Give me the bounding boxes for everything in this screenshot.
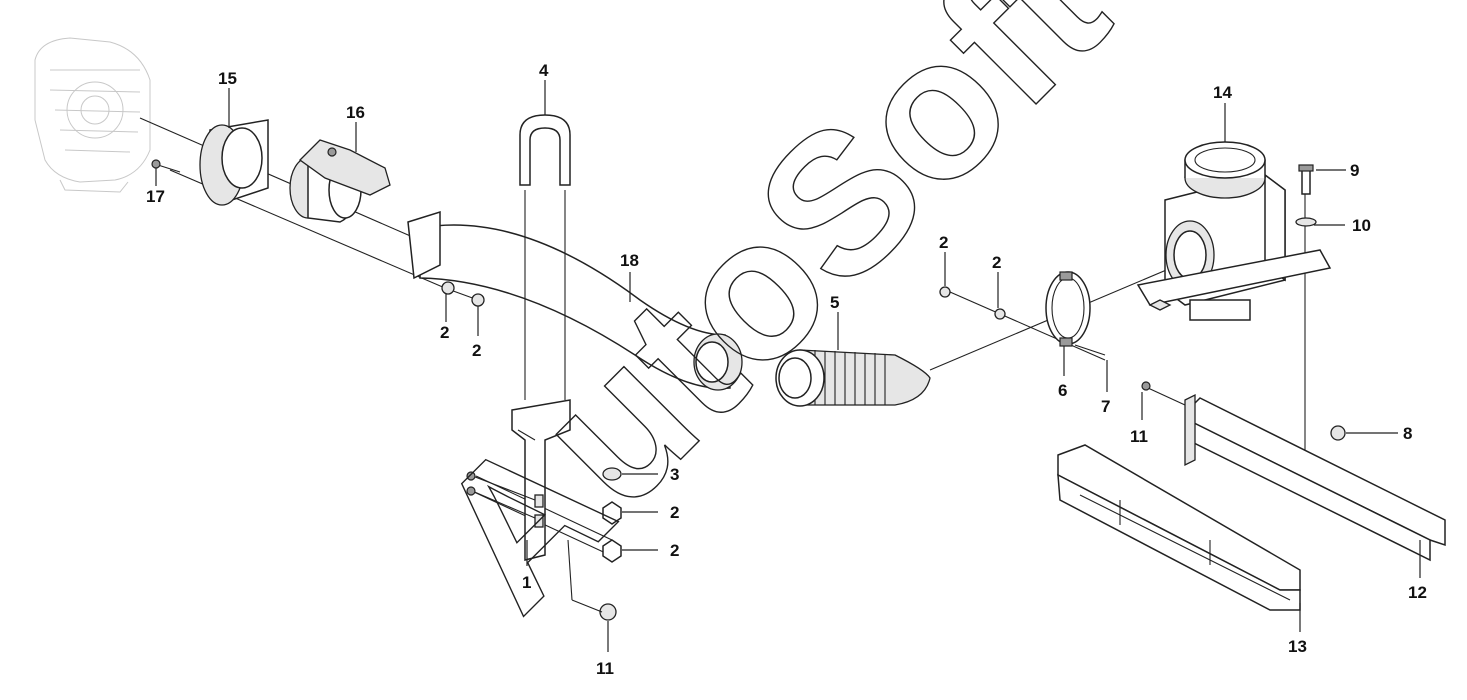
flex-bellows-5 <box>775 349 931 407</box>
bolt-9-washer-10 <box>1295 164 1317 227</box>
callout-2f: 2 <box>670 541 679 560</box>
callout-17: 17 <box>146 187 165 206</box>
callout-7: 7 <box>1101 397 1110 416</box>
callout-2c: 2 <box>939 233 948 252</box>
callout-15: 15 <box>218 69 237 88</box>
callout-9: 9 <box>1350 161 1359 180</box>
callout-2a: 2 <box>440 323 449 342</box>
watermark: AutoSoft <box>392 0 1148 651</box>
flange-plate-15 <box>199 119 269 206</box>
callout-11b: 11 <box>1130 427 1148 446</box>
callout-1: 1 <box>522 573 531 592</box>
watermark-text: AutoSoft <box>393 0 1148 650</box>
callout-8: 8 <box>1403 424 1412 443</box>
engine-ghost-illustration <box>34 37 151 193</box>
callout-5: 5 <box>830 293 839 312</box>
callout-11a: 11 <box>596 659 614 678</box>
callout-labels: 15 16 4 17 18 2 2 5 2 2 6 7 14 9 10 8 11… <box>146 61 1427 678</box>
callout-16: 16 <box>346 103 365 122</box>
muffler-box-13 <box>1136 141 1332 321</box>
callout-2b: 2 <box>472 341 481 360</box>
callout-10: 10 <box>1352 216 1371 235</box>
callout-3: 3 <box>670 465 679 484</box>
callout-2e: 2 <box>670 503 679 522</box>
clamp-bracket-16 <box>289 139 391 223</box>
callout-12: 12 <box>1408 583 1427 602</box>
bracket-1 <box>466 399 571 561</box>
callout-leaders <box>155 80 1421 652</box>
callout-4: 4 <box>539 61 549 80</box>
pipe-18 <box>407 210 743 391</box>
callout-13: 14 <box>1213 83 1232 102</box>
fasteners-bracket <box>567 467 622 621</box>
callout-6: 6 <box>1058 381 1067 400</box>
u-strap-4 <box>519 114 571 400</box>
channel-12 <box>1141 381 1446 562</box>
callout-2d: 2 <box>992 253 1001 272</box>
callout-18: 18 <box>620 251 639 270</box>
washers-near-pipe <box>441 281 485 307</box>
callout-14: 13 <box>1288 637 1307 656</box>
clamp-6 <box>939 271 1106 356</box>
